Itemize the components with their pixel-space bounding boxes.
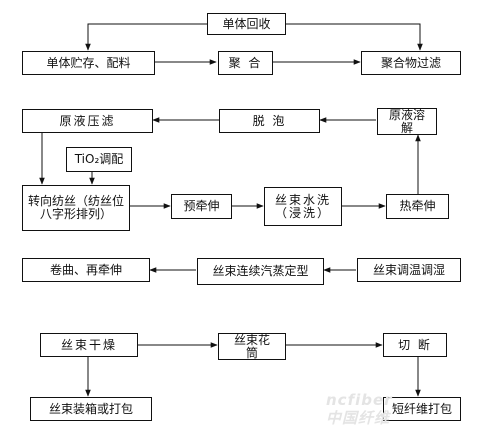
- node-tow-conditioning: 丝束调温调湿: [357, 258, 461, 282]
- node-continuous-steam-setting: 丝束连续汽蒸定型: [197, 258, 324, 285]
- node-cutting: 切 断: [383, 333, 447, 357]
- node-polymer-filtration: 聚合物过滤: [361, 51, 461, 75]
- node-staple-baling: 短纤维打包: [383, 397, 461, 421]
- edge-recovery-to-polymer-filter: [286, 23, 423, 51]
- node-polymerization: 聚 合: [218, 51, 273, 75]
- node-dope-filtration: 原液压滤: [22, 109, 153, 133]
- node-spinning: 转向纺丝（纺丝位八字形排列）: [22, 185, 130, 231]
- node-tow-can: 丝束花筒: [218, 333, 286, 360]
- node-dope-dissolving: 原液溶解: [377, 108, 437, 135]
- node-monomer-storage: 单体贮存、配料: [22, 51, 155, 75]
- node-tio2-blending: TiO₂调配: [66, 147, 132, 172]
- node-tow-washing: 丝束水洗（浸洗）: [264, 187, 342, 226]
- edge-recovery-to-storage: [85, 23, 207, 51]
- node-pre-drafting: 预牵伸: [171, 194, 232, 219]
- node-defoaming: 脱 泡: [219, 109, 320, 133]
- node-monomer-recovery: 单体回收: [207, 13, 286, 35]
- node-crimping-redrafting: 卷曲、再牵伸: [22, 258, 150, 282]
- node-tow-baling: 丝束装箱或打包: [30, 397, 152, 421]
- node-hot-drafting: 热牵伸: [386, 194, 449, 219]
- node-tow-drying: 丝束干燥: [40, 333, 138, 357]
